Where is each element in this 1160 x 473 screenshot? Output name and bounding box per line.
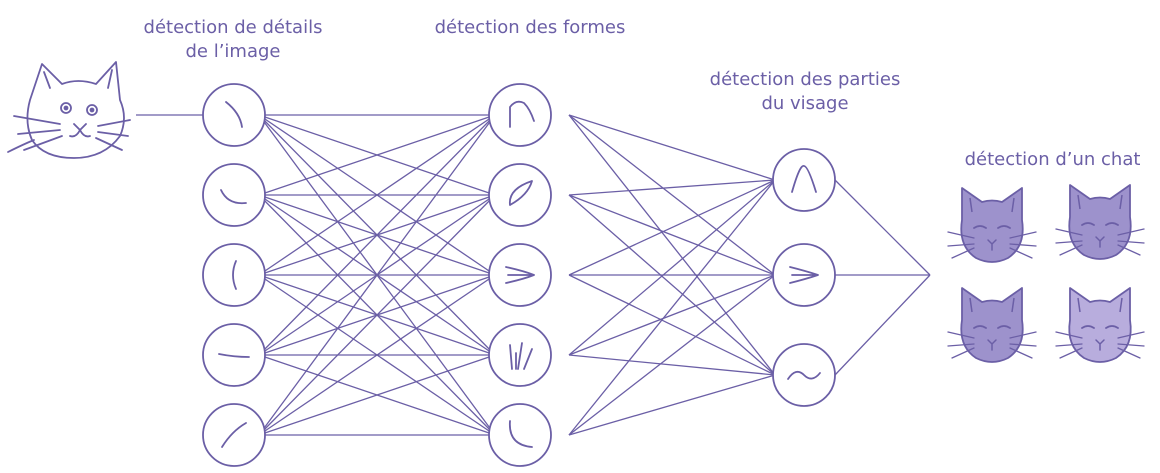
ear-icon <box>791 165 817 193</box>
layer2-node <box>488 83 552 147</box>
connection-l2-l3 <box>568 194 776 376</box>
cat-face-icon-3 <box>947 287 1037 363</box>
label-layer3-line2: du visage <box>761 93 849 114</box>
node-circle <box>202 163 266 227</box>
curve-arc-icon <box>225 101 243 128</box>
label-layer1: détection de détails de l’image <box>118 16 348 64</box>
connection-l2-l3 <box>568 274 776 376</box>
label-layer2: détection des formes <box>410 16 650 40</box>
connection-l1-l2 <box>258 354 496 436</box>
label-layer3-line1: détection des parties <box>709 69 901 90</box>
cat-face-icon-4 <box>1055 287 1145 363</box>
connection-l2-l3 <box>568 114 776 276</box>
horizontal-stroke-icon <box>218 353 250 358</box>
layer1-node <box>202 243 266 307</box>
label-layer3: détection des parties du visage <box>690 68 920 116</box>
connection-l2-l3 <box>568 274 776 436</box>
layer1-node <box>202 323 266 387</box>
layer3-node <box>772 343 836 407</box>
label-layer1-line2: de l’image <box>185 41 281 62</box>
corner-curve-icon <box>509 420 533 448</box>
connection-l1-l2 <box>258 114 496 356</box>
leaf-shape-icon <box>509 180 533 206</box>
node-circle <box>202 323 266 387</box>
node-circle <box>202 243 266 307</box>
mouth-icon <box>787 370 821 380</box>
layer2-node <box>488 323 552 387</box>
nodes <box>202 83 836 467</box>
layer3-node <box>772 148 836 212</box>
label-layer1-line1: détection de détails <box>143 17 323 38</box>
connection-l2-l3 <box>568 114 776 181</box>
node-circle <box>772 148 836 212</box>
layer3-node <box>772 243 836 307</box>
layer2-node <box>488 163 552 227</box>
node-circle <box>202 83 266 147</box>
layer2-node <box>488 243 552 307</box>
eye-icon <box>789 266 819 284</box>
connection-l3-output <box>834 179 931 276</box>
label-output-text: détection d’un chat <box>964 149 1141 170</box>
connection-l2-l3 <box>568 374 776 436</box>
connection-l1-l2 <box>258 114 496 436</box>
label-output: détection d’un chat <box>945 148 1160 172</box>
ear-shape-icon <box>509 100 535 128</box>
cat-face-icon-1 <box>947 187 1037 263</box>
connection-l2-l3 <box>568 179 776 436</box>
connection-l1-l2 <box>258 114 496 276</box>
layer1-node <box>202 83 266 147</box>
whisker-lines-icon <box>509 342 533 370</box>
eye-shape-icon <box>505 266 535 284</box>
label-layer2-text: détection des formes <box>434 17 626 38</box>
connection-l1-l2 <box>258 194 496 436</box>
vertical-stroke-icon <box>232 260 237 290</box>
node-circle <box>488 83 552 147</box>
connection-l2-l3 <box>568 274 776 356</box>
node-circle <box>488 403 552 467</box>
connection-l2-l3 <box>568 179 776 356</box>
connections <box>136 114 931 436</box>
connection-l2-l3 <box>568 114 776 376</box>
layer2-node <box>488 403 552 467</box>
connection-l2-l3 <box>568 179 776 196</box>
layer1-node <box>202 403 266 467</box>
connection-l2-l3 <box>568 194 776 276</box>
layer1-node <box>202 163 266 227</box>
input-cat-sketch-icon <box>7 61 131 159</box>
connection-l1-l2 <box>258 114 496 196</box>
connection-l2-l3 <box>568 354 776 376</box>
node-circle <box>202 403 266 467</box>
connection-l3-output <box>834 274 931 376</box>
curve-bowl-icon <box>220 189 247 205</box>
diagonal-stroke-icon <box>221 422 247 448</box>
node-circle <box>488 163 552 227</box>
connection-l1-l2 <box>258 274 496 436</box>
cat-face-icon-2 <box>1055 184 1145 260</box>
connection-l2-l3 <box>568 179 776 276</box>
